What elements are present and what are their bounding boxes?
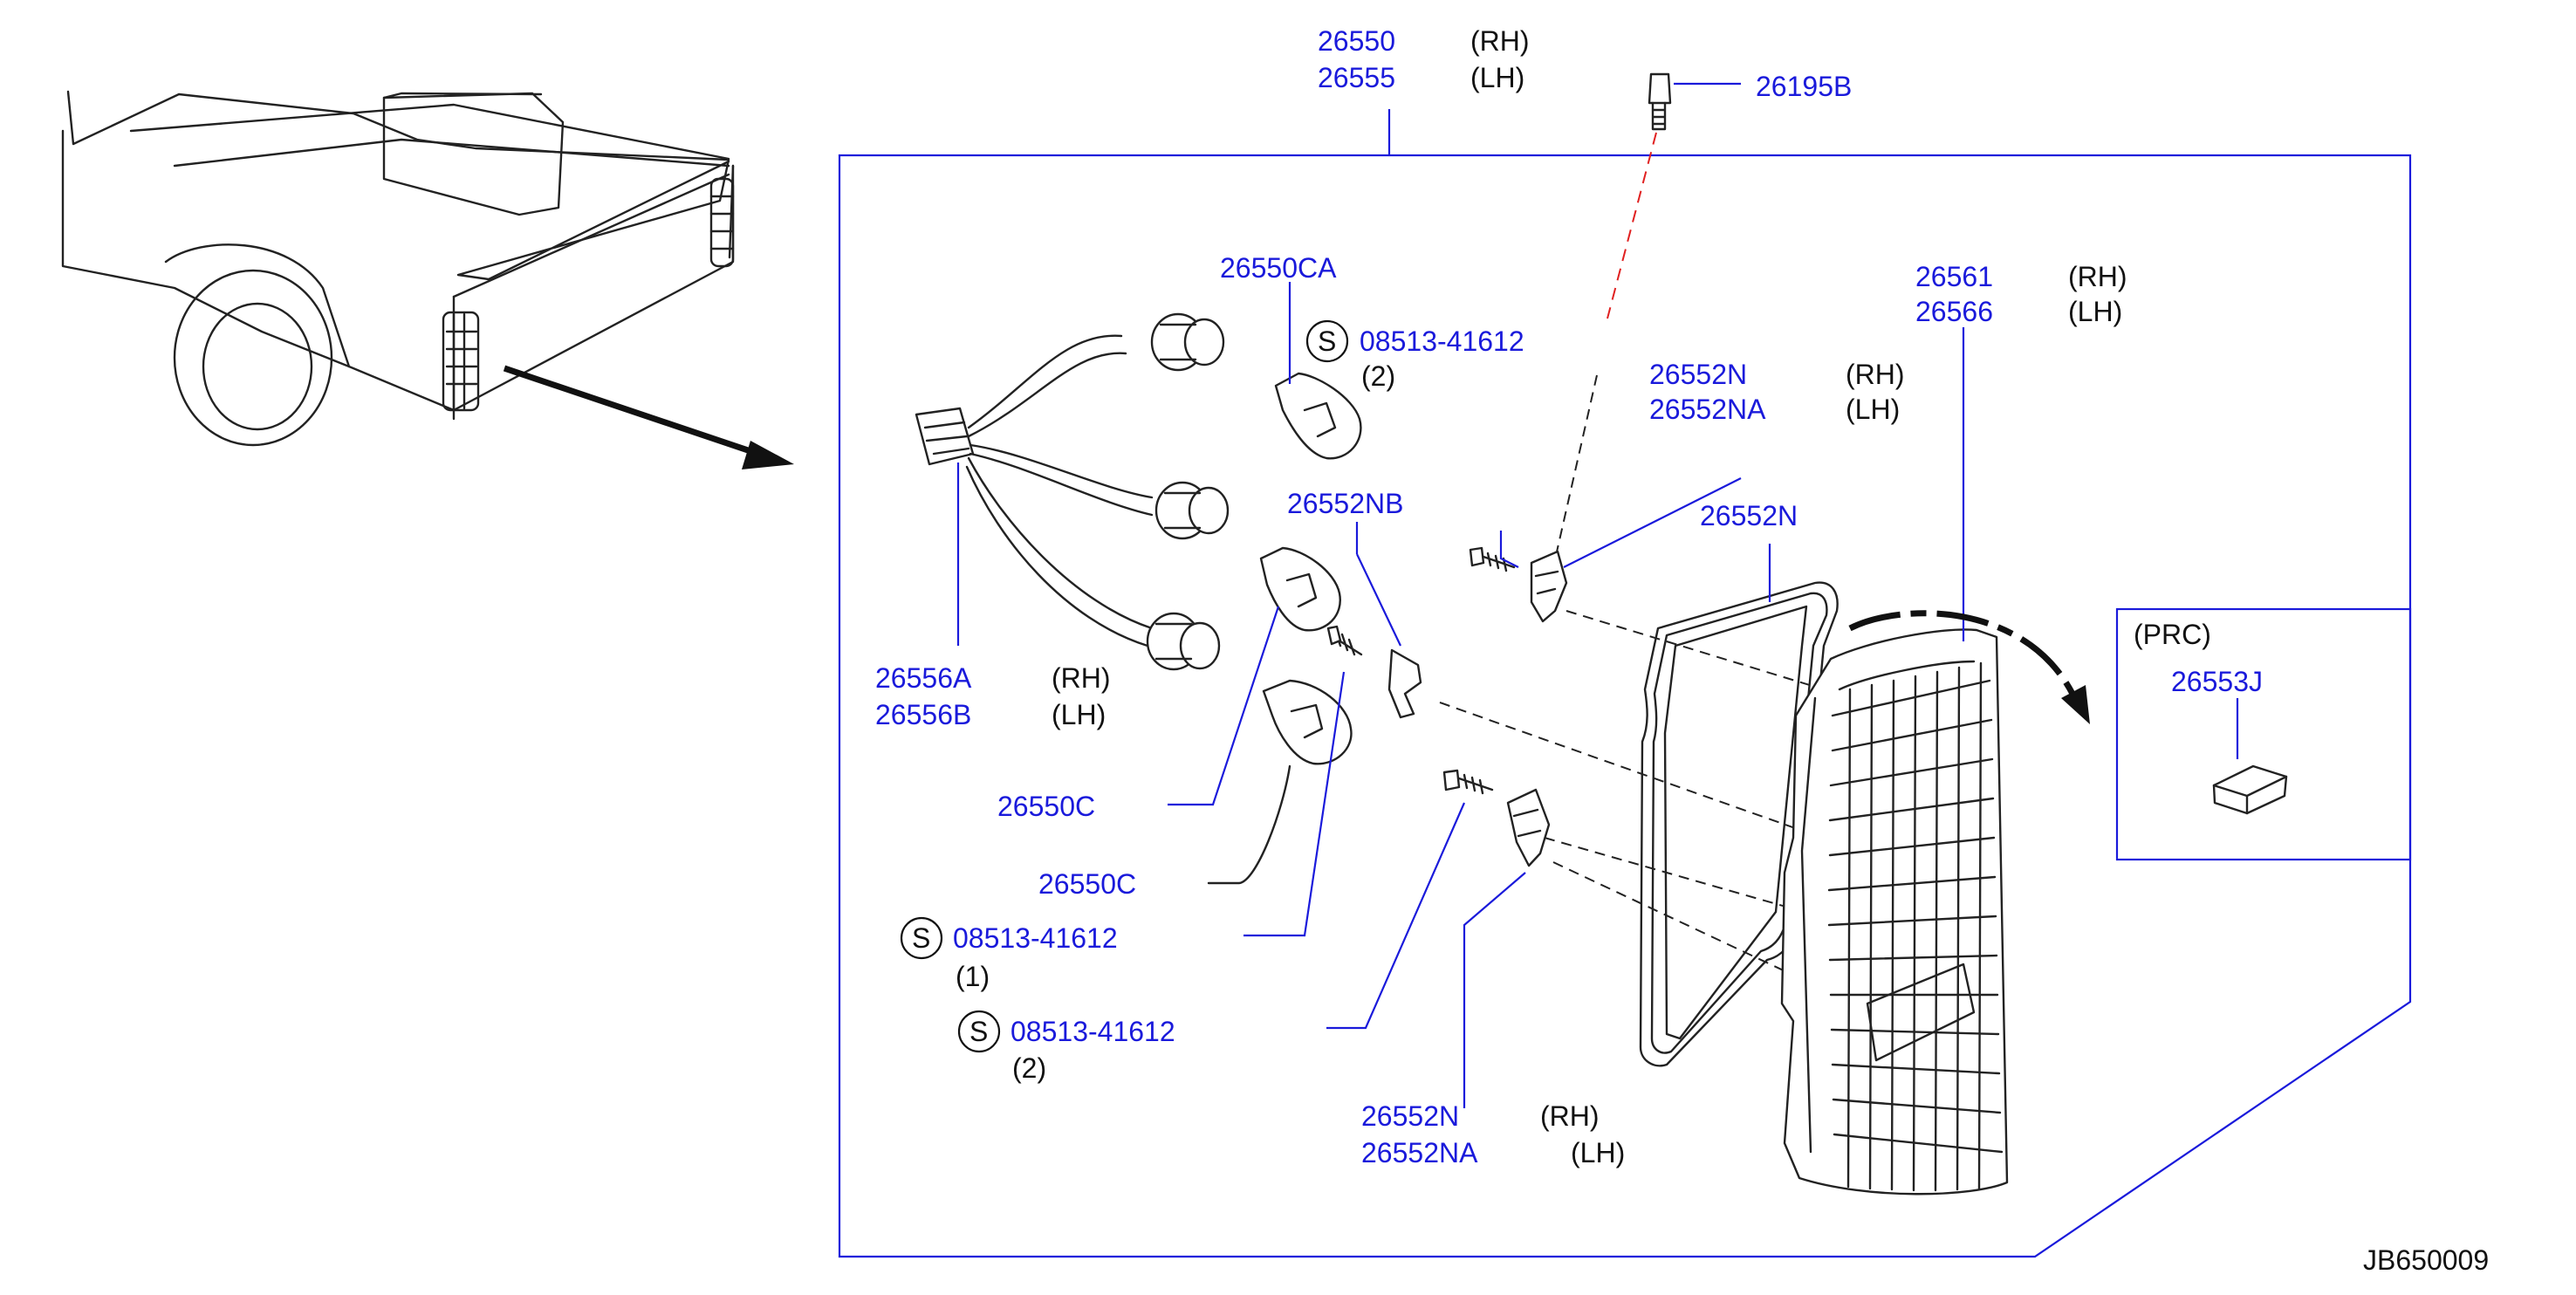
inset-title: (PRC) [2134,619,2211,650]
side-lh: (LH) [2068,296,2122,327]
label-harness-rh: 26556A [875,662,972,694]
bracket-icon [1387,648,1422,719]
label-lamp-rh: 26550 [1318,25,1395,57]
label-lamp-lh: 26555 [1318,62,1395,93]
screw-icon [1648,72,1672,131]
side-lh: (LH) [1571,1137,1625,1168]
screw-icon [1469,546,1516,572]
harness-icon [915,312,1230,671]
side-rh: (RH) [1846,359,1905,390]
label-bracket-upper-lh: 26552NA [1649,394,1766,425]
pad-icon [2212,764,2288,815]
standard-part-symbol [900,916,943,960]
assembly-frame [838,154,2412,1258]
label-bracket-lower-lh: 26552NA [1361,1137,1478,1168]
side-lh: (LH) [1052,699,1106,730]
screw-icon [1442,769,1494,795]
label-bulb-ca: 26550CA [1220,252,1337,284]
symbol-s: S [969,1016,988,1047]
symbol-s: S [912,922,930,954]
bracket-icon [1530,550,1568,623]
side-rh: (RH) [1470,25,1530,57]
inset-box [2115,607,2412,861]
screw-icon [1326,625,1363,656]
label-harness-lh: 26556B [875,699,971,730]
side-rh: (RH) [2068,261,2127,292]
bracket-icon [1506,788,1551,867]
arrow-icon [503,365,794,469]
label-screw-2: 08513-41612 [953,922,1118,954]
gasket-icon [1639,581,1839,1067]
side-rh: (RH) [1052,662,1111,694]
label-bulb-c1: 26550C [997,791,1095,822]
symbol-s: S [1318,325,1336,357]
label-lens-rh: 26561 [1915,261,1993,292]
bulb-icon [1262,679,1353,765]
label-bracket-upper-rh: 26552N [1649,359,1747,390]
standard-part-symbol [1305,319,1349,363]
label-screw-3: 08513-41612 [1011,1016,1175,1047]
label-bulb-c2: 26550C [1038,868,1136,900]
qty-screw-2: (1) [956,961,990,992]
label-bracket-lower-rh: 26552N [1361,1100,1459,1132]
standard-part-symbol [957,1010,1001,1053]
side-lh: (LH) [1470,62,1524,93]
label-inset-part: 26553J [2171,666,2263,697]
qty-screw-3: (2) [1012,1052,1046,1084]
label-screw-top: 26195B [1756,71,1852,102]
truck-rear-icon [61,90,735,447]
diagram-id: JB650009 [2363,1244,2489,1276]
bulb-icon [1274,372,1362,460]
qty-screw-1: (2) [1361,360,1395,392]
label-screw-1: 08513-41612 [1360,325,1524,357]
label-lens-lh: 26566 [1915,296,1993,327]
side-rh: (RH) [1540,1100,1600,1132]
label-socket-nb: 26552NB [1287,488,1403,519]
bulb-icon [1259,546,1341,632]
label-gasket: 26552N [1700,500,1798,531]
side-lh: (LH) [1846,394,1900,425]
lens-icon [1780,628,2009,1196]
